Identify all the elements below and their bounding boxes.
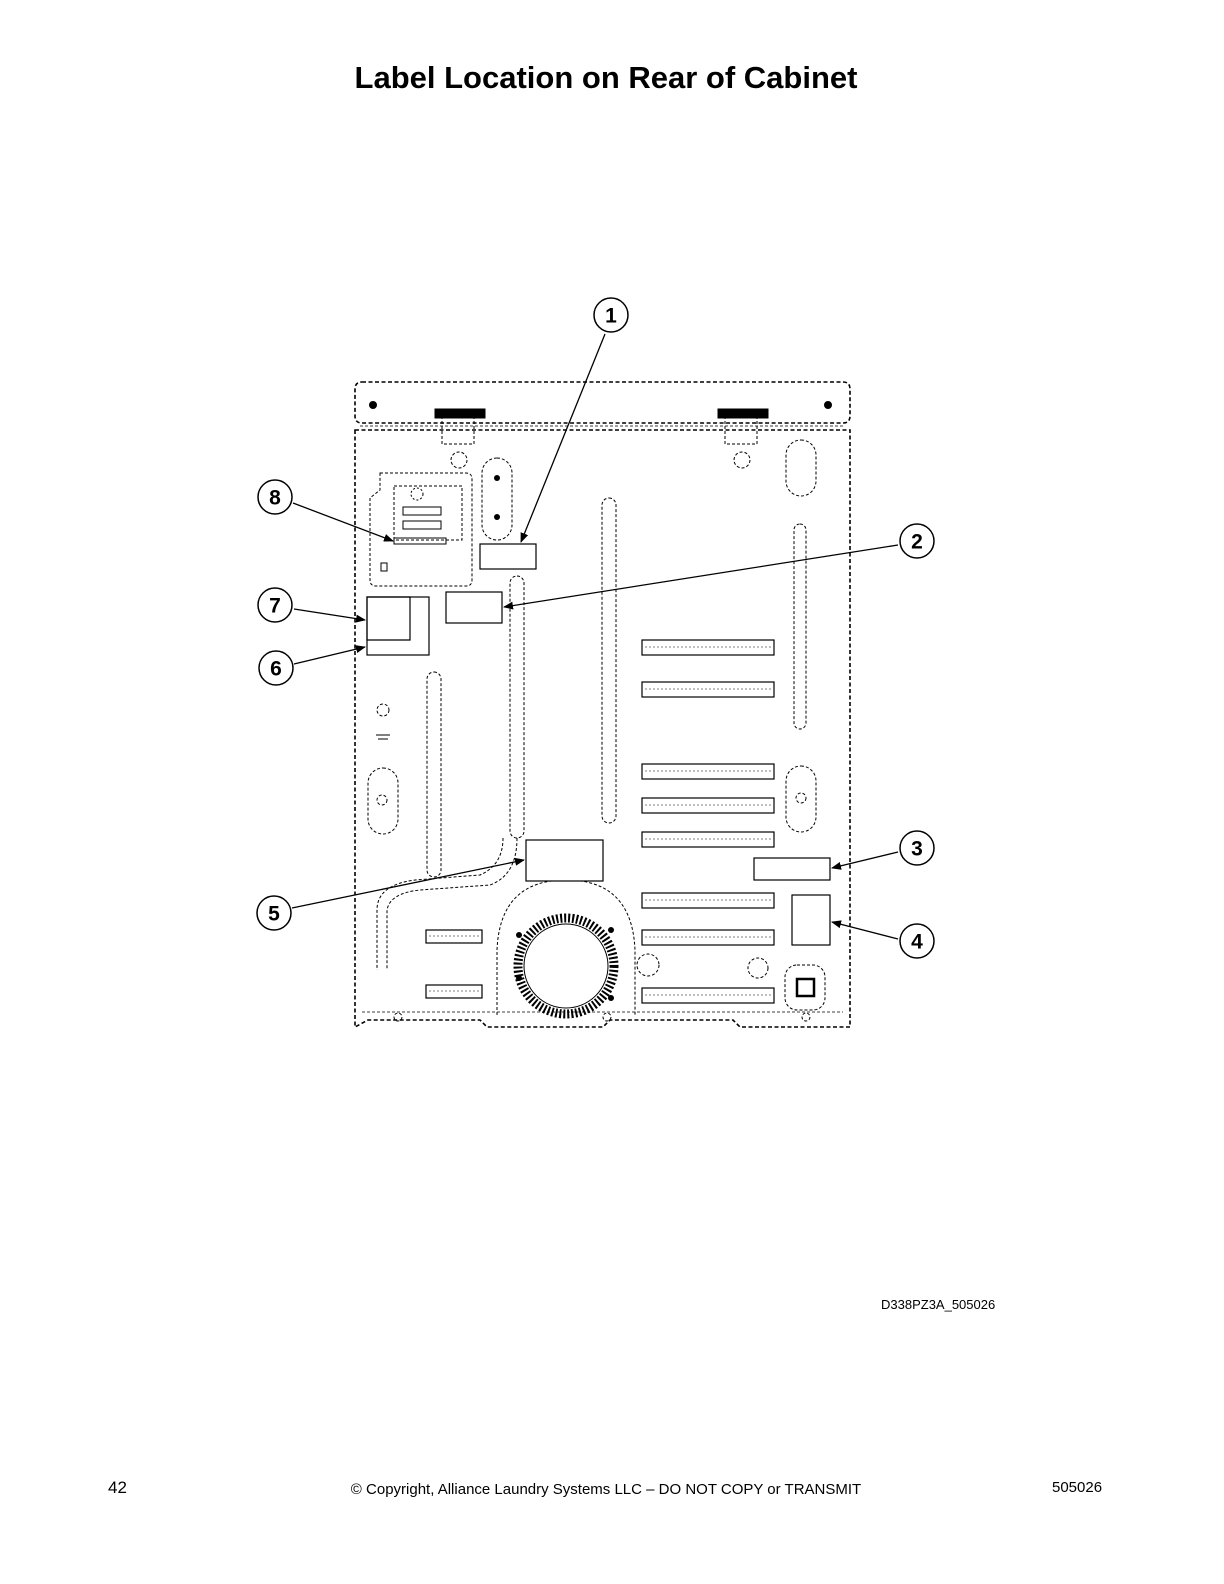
callout-8: 8 bbox=[269, 487, 281, 510]
ground-terminal-icon bbox=[795, 977, 816, 998]
callout-2: 2 bbox=[911, 531, 923, 554]
label-box-3 bbox=[753, 857, 831, 881]
page-title: Label Location on Rear of Cabinet bbox=[354, 60, 858, 95]
misc-fasteners bbox=[376, 703, 826, 1022]
callout-4: 4 bbox=[911, 931, 923, 954]
callout-1: 1 bbox=[605, 305, 617, 328]
label-box-2 bbox=[445, 591, 503, 624]
cabinet-inner-edge bbox=[360, 425, 845, 1013]
label-box-1 bbox=[479, 543, 537, 570]
cabinet-slots bbox=[367, 439, 817, 970]
vent-slots bbox=[425, 639, 775, 1004]
top-mounts bbox=[369, 401, 832, 469]
label-box-5 bbox=[525, 839, 604, 882]
label-box-7 bbox=[366, 596, 411, 641]
copyright-notice: © Copyright, Alliance Laundry Systems LL… bbox=[350, 1481, 862, 1498]
callout-3: 3 bbox=[911, 838, 923, 861]
callout-5: 5 bbox=[268, 903, 280, 926]
callout-6: 6 bbox=[270, 658, 282, 681]
callout-7: 7 bbox=[269, 595, 281, 618]
label-box-6 bbox=[366, 596, 430, 656]
label-boxes bbox=[366, 543, 831, 946]
figure-id: D338PZ3A_505026 bbox=[881, 1297, 996, 1312]
label-box-4 bbox=[791, 894, 831, 946]
cabinet-outline bbox=[354, 381, 851, 1029]
document-number: 505026 bbox=[1052, 1479, 1103, 1496]
exhaust-outlet bbox=[496, 879, 636, 1019]
callout-circles bbox=[256, 297, 935, 959]
leader-lines bbox=[291, 333, 899, 940]
terminal-block bbox=[369, 472, 473, 587]
page-number: 42 bbox=[108, 1478, 127, 1497]
